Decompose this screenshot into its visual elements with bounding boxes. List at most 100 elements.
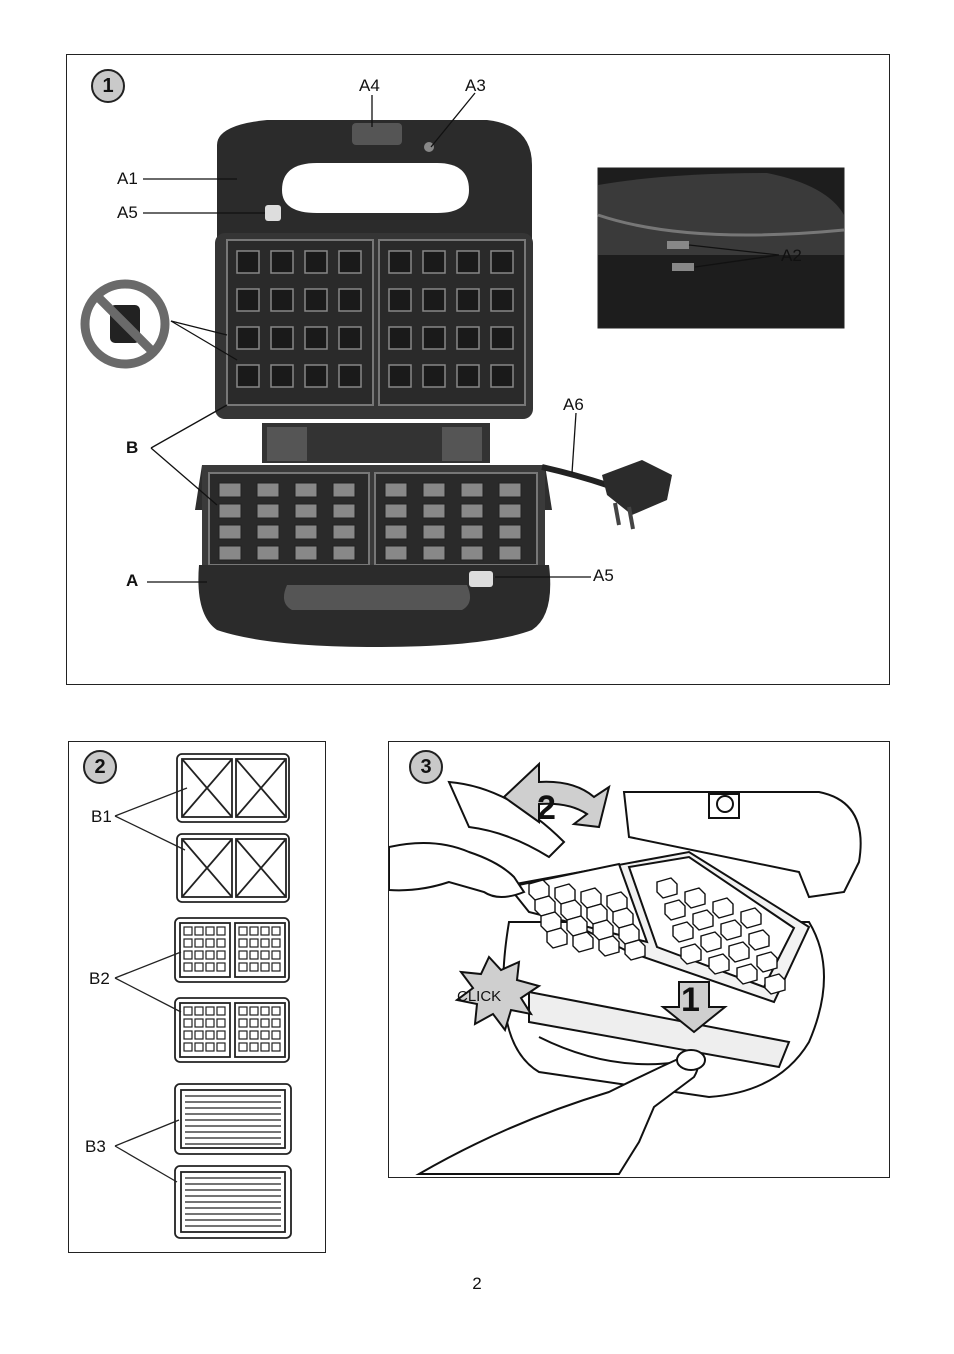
waffle-cell xyxy=(184,927,192,935)
waffle-cell xyxy=(333,483,355,497)
waffle-cube xyxy=(749,930,769,950)
waffle-cell xyxy=(195,927,203,935)
waffle-cell xyxy=(272,963,280,971)
waffle-cell xyxy=(217,1007,225,1015)
waffle-cell xyxy=(206,1019,214,1027)
waffle-cell xyxy=(250,951,258,959)
waffle-cell xyxy=(217,1031,225,1039)
waffle-cell xyxy=(305,327,327,349)
step-1-number: 1 xyxy=(681,982,700,1018)
waffle-cell xyxy=(295,525,317,539)
waffle-cell xyxy=(261,1031,269,1039)
waffle-cell xyxy=(491,327,513,349)
waffle-cell xyxy=(339,289,361,311)
waffle-cell xyxy=(257,525,279,539)
label-b: B xyxy=(126,439,138,457)
waffle-cell xyxy=(184,1043,192,1051)
waffle-cell xyxy=(250,963,258,971)
waffle-cell xyxy=(261,1007,269,1015)
waffle-cell xyxy=(217,939,225,947)
label-a2: A2 xyxy=(781,247,802,265)
waffle-cell xyxy=(457,327,479,349)
waffle-cell xyxy=(389,251,411,273)
waffle-cube xyxy=(685,888,705,908)
figure-number-badge: 2 xyxy=(83,750,117,784)
waffle-cell xyxy=(272,1031,280,1039)
waffle-cell xyxy=(237,251,259,273)
waffle-cell xyxy=(499,504,521,518)
waffle-cube xyxy=(673,922,693,942)
waffle-cell xyxy=(195,951,203,959)
waffle-cube xyxy=(625,940,645,960)
waffle-cell xyxy=(237,365,259,387)
waffle-cell xyxy=(423,327,445,349)
waffle-cell xyxy=(217,1043,225,1051)
waffle-cell xyxy=(250,1019,258,1027)
waffle-cell xyxy=(217,963,225,971)
waffle-cell xyxy=(217,1019,225,1027)
waffle-cube xyxy=(729,942,749,962)
waffle-cell xyxy=(491,365,513,387)
waffle-cell xyxy=(237,289,259,311)
waffle-cell xyxy=(423,504,445,518)
waffle-cube xyxy=(757,952,777,972)
waffle-cell xyxy=(271,251,293,273)
waffle-cell xyxy=(261,927,269,935)
waffle-cell xyxy=(206,1031,214,1039)
waffle-cell xyxy=(184,951,192,959)
waffle-cell xyxy=(250,927,258,935)
waffle-cell xyxy=(195,1031,203,1039)
waffle-cell xyxy=(385,525,407,539)
waffle-cell xyxy=(206,927,214,935)
label-a5-bottom: A5 xyxy=(593,567,614,585)
waffle-cell xyxy=(206,963,214,971)
label-a5-top: A5 xyxy=(117,204,138,222)
waffle-cell xyxy=(257,546,279,560)
waffle-cell xyxy=(250,939,258,947)
waffle-cell xyxy=(195,963,203,971)
waffle-cube xyxy=(737,964,757,984)
waffle-cell xyxy=(272,1019,280,1027)
waffle-cell xyxy=(389,365,411,387)
waffle-cell xyxy=(239,1007,247,1015)
waffle-cell xyxy=(339,365,361,387)
waffle-cell xyxy=(239,927,247,935)
waffle-cell xyxy=(239,1019,247,1027)
waffle-cell xyxy=(499,483,521,497)
waffle-cell xyxy=(491,251,513,273)
figure-number-badge: 1 xyxy=(91,69,125,103)
waffle-cell xyxy=(239,1031,247,1039)
figure-3-panel: 3 2 1 CLICK xyxy=(388,741,890,1178)
waffle-cube xyxy=(765,974,785,994)
waffle-cell xyxy=(385,546,407,560)
page-number: 2 xyxy=(0,1274,954,1294)
label-b2: B2 xyxy=(89,970,110,988)
label-a6: A6 xyxy=(563,396,584,414)
waffle-cell xyxy=(261,1019,269,1027)
waffle-cube xyxy=(741,908,761,928)
waffle-cell xyxy=(339,327,361,349)
waffle-maker-photo xyxy=(67,55,889,684)
waffle-cell xyxy=(423,546,445,560)
waffle-cell xyxy=(461,483,483,497)
waffle-cell xyxy=(206,951,214,959)
waffle-cell xyxy=(219,546,241,560)
waffle-cell xyxy=(195,1019,203,1027)
waffle-cube xyxy=(701,932,721,952)
plate-b1-top xyxy=(177,754,289,822)
waffle-cell xyxy=(389,289,411,311)
waffle-cube xyxy=(599,936,619,956)
waffle-cube xyxy=(709,954,729,974)
waffle-cell xyxy=(423,251,445,273)
figure-1-panel: 1 A4 A3 A1 A5 A2 A6 B A A5 xyxy=(66,54,890,685)
waffle-cell xyxy=(239,963,247,971)
waffle-cell xyxy=(423,525,445,539)
waffle-cell xyxy=(271,327,293,349)
waffle-cell xyxy=(219,525,241,539)
waffle-cell xyxy=(272,927,280,935)
waffle-cell xyxy=(423,365,445,387)
waffle-cell xyxy=(184,939,192,947)
waffle-cell xyxy=(206,1007,214,1015)
waffle-cell xyxy=(461,546,483,560)
waffle-cell xyxy=(195,939,203,947)
